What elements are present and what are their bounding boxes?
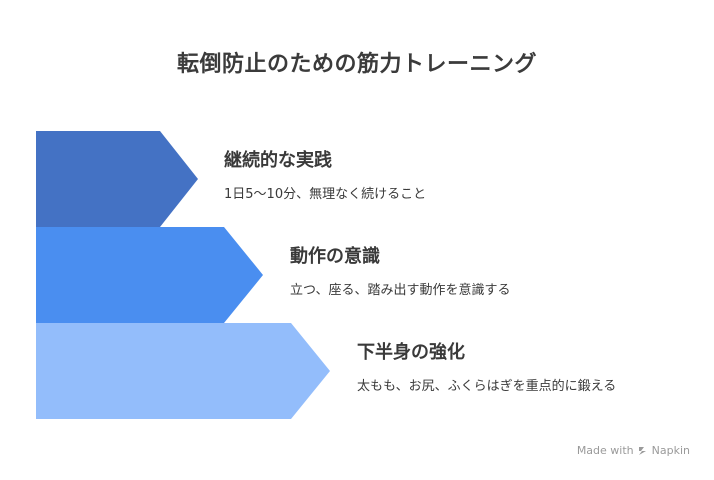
step-1-title: 継続的な実践	[224, 150, 332, 171]
made-with-napkin-badge[interactable]: Made with Napkin	[577, 444, 690, 457]
napkin-brand-label: Napkin	[651, 444, 690, 457]
step-2-arrow	[36, 227, 263, 323]
step-3-title: 下半身の強化	[357, 342, 465, 363]
diagram-title: 転倒防止のための筋力トレーニング	[176, 52, 537, 77]
napkin-logo-icon	[638, 446, 648, 456]
step-3-arrow	[36, 323, 330, 419]
made-with-label: Made with	[576, 444, 634, 457]
step-3-description: 太もも、お尻、ふくらはぎを重点的に鍛える	[357, 379, 617, 394]
step-1-description: 1日5〜10分、無理なく続けること	[224, 187, 427, 202]
step-1-arrow	[36, 131, 198, 227]
step-2-description: 立つ、座る、踏み出す動作を意識する	[290, 283, 511, 298]
step-2-title: 動作の意識	[290, 246, 380, 267]
